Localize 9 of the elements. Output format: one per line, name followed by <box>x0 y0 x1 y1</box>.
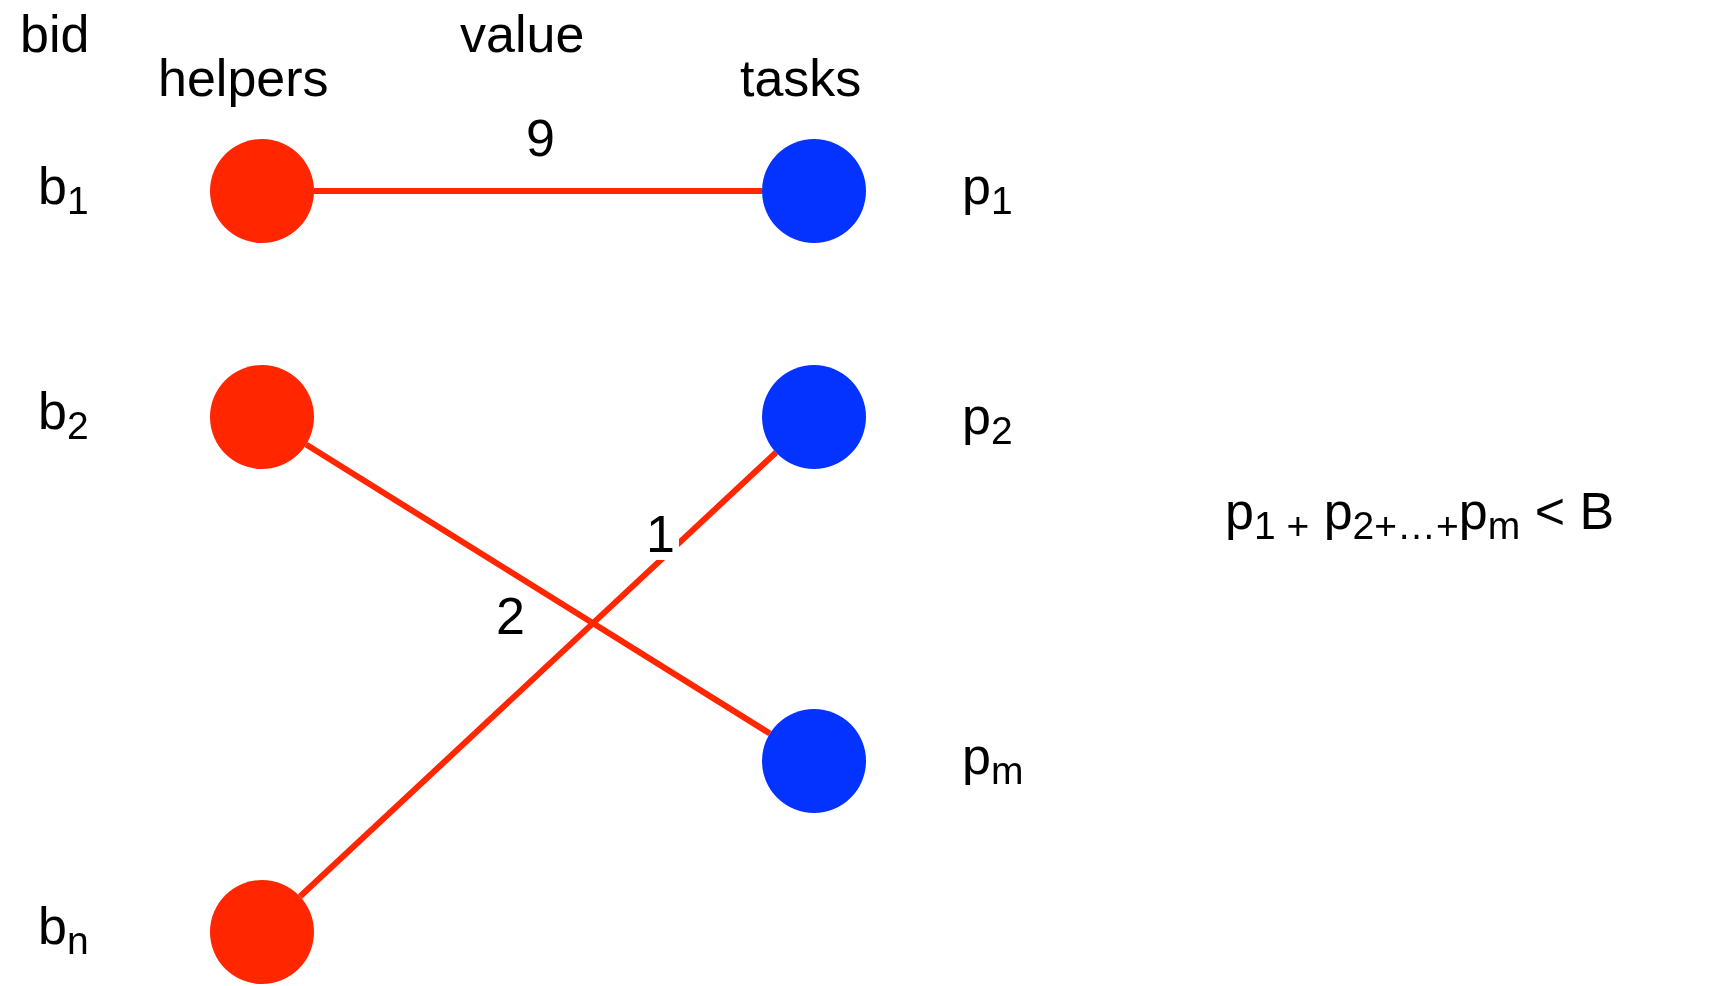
column-heading: bid <box>20 8 90 60</box>
column-heading: tasks <box>740 52 862 104</box>
variable-label: b$_{n}$ <box>38 900 89 952</box>
connector-line <box>314 188 762 194</box>
variable-label: b$_{1}$ <box>38 160 89 212</box>
connector-line <box>304 441 772 737</box>
connector-line <box>297 450 779 899</box>
column-heading: value <box>460 8 585 60</box>
variable-label: b$_{2}$ <box>38 385 89 437</box>
